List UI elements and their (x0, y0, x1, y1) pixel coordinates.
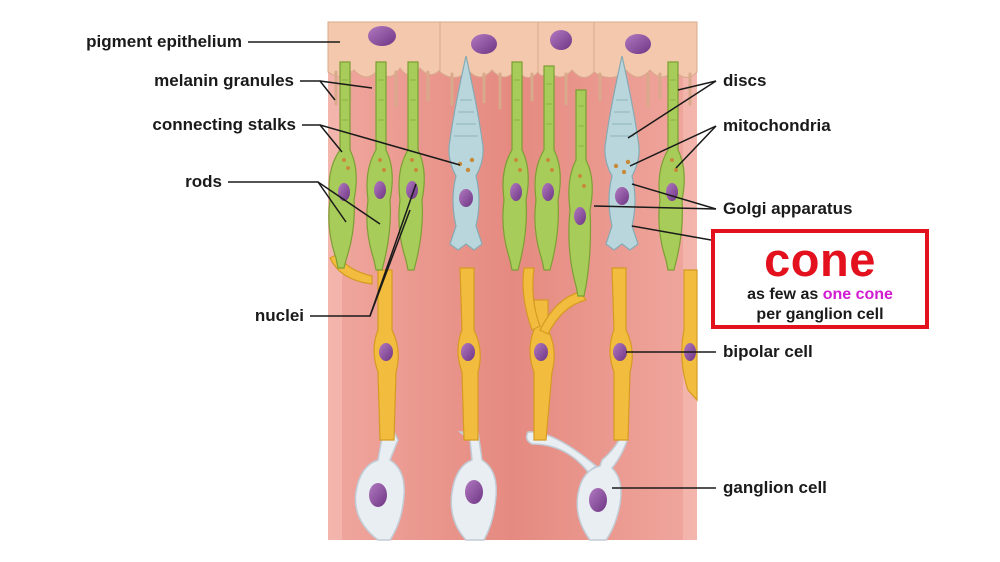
cone-callout-box: cone as few as one cone per ganglion cel… (711, 229, 929, 329)
callout-line-1: as few as one cone (715, 285, 925, 305)
callout-highlight: one cone (822, 286, 893, 303)
label-pigment-epithelium: pigment epithelium (86, 32, 242, 51)
label-golgi-apparatus: Golgi apparatus (723, 199, 853, 218)
leader-lines (228, 41, 717, 489)
cone-cells (448, 55, 640, 251)
label-nuclei: nuclei (254, 306, 304, 325)
label-connecting-stalks: connecting stalks (152, 115, 296, 134)
label-mitochondria: mitochondria (723, 116, 831, 135)
label-discs: discs (723, 71, 767, 90)
label-melanin-granules: melanin granules (154, 71, 294, 90)
callout-line-1-prefix: as few as (747, 286, 823, 303)
callout-line-2: per ganglion cell (756, 306, 884, 323)
label-bipolar-cell: bipolar cell (723, 342, 813, 361)
label-rods: rods (185, 172, 222, 191)
label-ganglion-cell: ganglion cell (723, 478, 827, 497)
rod-cells (328, 61, 685, 297)
callout-title: cone (764, 233, 876, 286)
